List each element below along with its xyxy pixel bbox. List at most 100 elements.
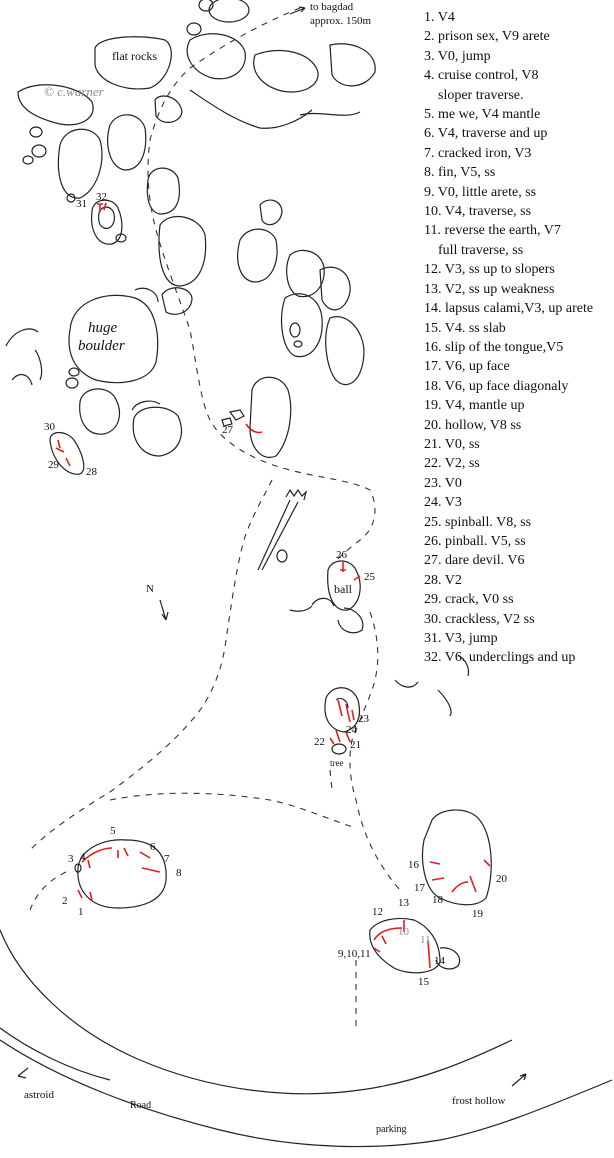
map-number: 29 bbox=[48, 459, 60, 471]
road-lines bbox=[0, 929, 613, 1148]
map-number: 30 bbox=[44, 421, 56, 433]
map-number: 28 bbox=[86, 466, 98, 478]
boulder-31-32 bbox=[66, 193, 127, 245]
legend-item: 8. fin, V5, ss bbox=[424, 163, 610, 182]
boulder-16-20 bbox=[421, 809, 492, 906]
legend-item: 25. spinball. V8, ss bbox=[424, 513, 610, 532]
legend-number: 21. bbox=[424, 436, 442, 452]
legend-text: crackless, V2 ss bbox=[445, 611, 535, 627]
legend-text: V4. ss slab bbox=[444, 320, 506, 336]
legend-item: 18. V6, up face diagonaly bbox=[424, 377, 610, 396]
legend-text: V2, ss bbox=[444, 456, 480, 472]
legend-item: 5. me we, V4 mantle bbox=[424, 105, 610, 124]
legend-text: cracked iron, V3 bbox=[438, 145, 532, 161]
boulder-label: boulder bbox=[78, 338, 125, 354]
map-number: 11 bbox=[420, 934, 431, 946]
boulder-27 bbox=[221, 376, 292, 458]
map-number: 18 bbox=[432, 894, 444, 906]
top-note-line1: to bagdad bbox=[310, 1, 354, 13]
map-number: 13 bbox=[398, 897, 410, 909]
map-number: 21 bbox=[350, 739, 361, 751]
legend-text: fin, V5, ss bbox=[438, 165, 496, 181]
problem-numbers: 1 2 3 4 5 6 7 8 9,10,11 10 11 12 13 14 1… bbox=[44, 191, 508, 988]
legend-text: V6, up face diagonaly bbox=[444, 378, 569, 394]
legend-item: 22. V2, ss bbox=[424, 454, 610, 473]
copyright-label: © c.warner bbox=[44, 84, 105, 99]
legend-item: 6. V4, traverse and up bbox=[424, 124, 610, 143]
legend-item: 19. V4, mantle up bbox=[424, 396, 610, 415]
legend-number: 23. bbox=[424, 475, 442, 491]
legend-number: 28. bbox=[424, 572, 442, 588]
map-number: 32 bbox=[96, 191, 107, 203]
legend-number: 27. bbox=[424, 553, 442, 569]
legend-number: 17. bbox=[424, 359, 442, 375]
legend-number: 31. bbox=[424, 631, 442, 646]
legend-text: V2, ss up weakness bbox=[444, 281, 555, 297]
map-number: 5 bbox=[110, 825, 116, 837]
legend-item: 20. hollow, V8 ss bbox=[424, 416, 610, 435]
legend-number: 11. bbox=[424, 223, 441, 239]
legend-item: 15. V4. ss slab bbox=[424, 319, 610, 338]
legend-number: 22. bbox=[424, 456, 442, 472]
legend-item: 3. V0, jump bbox=[424, 47, 610, 66]
boulder-9-15 bbox=[369, 917, 461, 974]
legend-item: 31. V3, jump bbox=[424, 629, 610, 648]
legend-item: 1. V4 bbox=[424, 8, 610, 27]
legend-text: cruise control, V8 bbox=[438, 68, 539, 84]
legend-number: 30. bbox=[424, 611, 442, 627]
legend-text: V4, traverse and up bbox=[437, 126, 548, 142]
legend-number: 9. bbox=[424, 184, 435, 200]
boulders-upper-left bbox=[22, 114, 365, 386]
legend-number: 13. bbox=[424, 281, 442, 297]
legend-item: 24. V3 bbox=[424, 493, 610, 512]
legend-item: 21. V0, ss bbox=[424, 435, 610, 454]
map-number: 27 bbox=[222, 424, 234, 436]
legend-item: 14. lapsus calami,V3, up arete bbox=[424, 299, 610, 318]
map-number: 15 bbox=[418, 976, 430, 988]
huge-boulder bbox=[5, 294, 182, 475]
map-number: 23 bbox=[358, 713, 370, 725]
legend-text: reverse the earth, V7 bbox=[444, 223, 561, 239]
map-labels: to bagdad approx. 150m flat rocks © c.wa… bbox=[24, 1, 506, 1135]
north-arrow: N bbox=[146, 583, 169, 621]
legend-text: V3 bbox=[444, 495, 462, 511]
legend-item: 9. V0, little arete, ss bbox=[424, 183, 610, 202]
legend-item: 27. dare devil. V6 bbox=[424, 551, 610, 570]
map-number: 14 bbox=[434, 955, 446, 967]
map-number: 24 bbox=[346, 724, 358, 736]
legend-number: 29. bbox=[424, 592, 442, 608]
tree-label: tree bbox=[330, 758, 344, 768]
legend-number: 18. bbox=[424, 378, 442, 394]
legend-item: 23. V0 bbox=[424, 474, 610, 493]
legend-item: 12. V3, ss up to slopers bbox=[424, 260, 610, 279]
legend-text: V0, little arete, ss bbox=[437, 184, 537, 200]
north-label: N bbox=[146, 583, 154, 595]
map-number: 8 bbox=[176, 867, 182, 879]
top-note-line2: approx. 150m bbox=[310, 15, 372, 27]
road-label: Road bbox=[130, 1100, 151, 1111]
map-number: 20 bbox=[496, 873, 508, 885]
legend-item: 16. slip of the tongue,V5 bbox=[424, 338, 610, 357]
legend-number: 2. bbox=[424, 29, 435, 45]
legend-item: 7. cracked iron, V3 bbox=[424, 144, 610, 163]
legend-item: 26. pinball. V5, ss bbox=[424, 532, 610, 551]
legend-item: 29. crack, V0 ss bbox=[424, 590, 610, 609]
trails bbox=[29, 7, 401, 1030]
legend-number: 25. bbox=[424, 514, 442, 530]
map-number: 17 bbox=[414, 882, 426, 894]
astroid-label: astroid bbox=[24, 1089, 54, 1101]
legend-item: 10. V4, traverse, ss bbox=[424, 202, 610, 221]
map-number: 3 bbox=[68, 853, 74, 865]
legend-number: 32. bbox=[424, 650, 442, 666]
map-number: 22 bbox=[314, 736, 325, 748]
legend-text: V0, jump bbox=[437, 48, 491, 64]
flat-rocks-label: flat rocks bbox=[112, 49, 157, 63]
map-number: 1 bbox=[78, 906, 84, 918]
map-number: 9,10,11 bbox=[338, 948, 371, 960]
legend-text: slip of the tongue,V5 bbox=[445, 339, 564, 355]
parking-label: parking bbox=[376, 1124, 407, 1135]
map-number: 6 bbox=[150, 841, 156, 853]
